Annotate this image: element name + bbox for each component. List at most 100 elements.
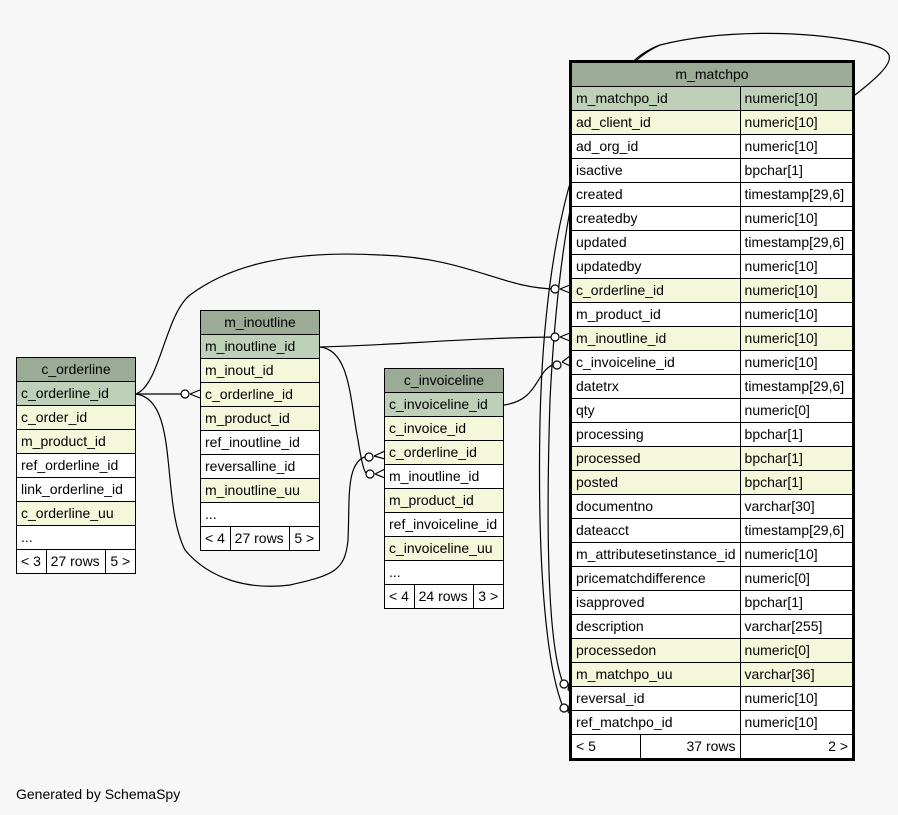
column-name: c_orderline_uu [16,501,136,526]
column-name: m_inout_id [200,358,320,383]
column-type: numeric[10] [739,350,855,375]
column-name: ref_invoiceline_id [384,512,504,537]
table-m_inoutline[interactable]: m_inoutline m_inoutline_id m_inout_id c_… [200,310,320,551]
column-type: numeric[0] [739,638,855,663]
rel-invoiceline-matchpo [503,363,556,406]
children-link[interactable]: 5 > [289,526,320,551]
column-name: c_orderline_id [384,440,504,465]
column-name: c_orderline_id [570,278,741,303]
column-name: m_matchpo_uu [570,662,741,687]
column-type: numeric[10] [739,206,855,231]
column-type: numeric[10] [739,686,855,711]
column-name: c_invoiceline_id [570,350,741,375]
column-name: qty [570,398,741,423]
table-title[interactable]: c_orderline [16,357,136,382]
column-type: timestamp[29,6] [739,374,855,399]
column-name: m_attributesetinstance_id [570,542,741,567]
column-type: varchar[36] [739,662,855,687]
column-name: documentno [570,494,741,519]
column-name: m_product_id [384,488,504,513]
rel-inoutline-matchpo [319,336,556,348]
column-type: numeric[10] [739,326,855,351]
table-title[interactable]: m_matchpo [570,61,854,87]
column-name: processedon [570,638,741,663]
rel-orderline-matchpo [135,253,556,395]
column-type: numeric[10] [739,710,855,735]
children-link[interactable]: 5 > [105,549,136,574]
column-type: bpchar[1] [739,590,855,615]
column-type: numeric[10] [739,110,855,135]
column-type: timestamp[29,6] [739,518,855,543]
column-name: m_matchpo_id [570,86,741,111]
column-type: numeric[10] [739,86,855,111]
column-name: ad_org_id [570,134,741,159]
column-name: c_invoiceline_id [384,392,504,417]
row-count: 27 rows [229,526,291,551]
row-count: 24 rows [413,584,475,609]
table-c_invoiceline[interactable]: c_invoiceline c_invoiceline_id c_invoice… [384,368,504,609]
table-c_orderline[interactable]: c_orderline c_orderline_id c_order_id m_… [16,357,136,574]
column-name: isactive [570,158,741,183]
column-name: m_product_id [570,302,741,327]
column-type: varchar[30] [739,494,855,519]
column-type: timestamp[29,6] [739,182,855,207]
column-type: varchar[255] [739,614,855,639]
column-name: posted [570,470,741,495]
children-link[interactable]: 2 > [739,734,855,760]
table-title[interactable]: c_invoiceline [384,368,504,393]
column-type: bpchar[1] [739,422,855,447]
column-name: m_inoutline_id [384,464,504,489]
column-type: numeric[10] [739,254,855,279]
column-name: m_product_id [16,429,136,454]
column-name: datetrx [570,374,741,399]
column-name: ref_matchpo_id [570,710,741,735]
column-name: c_invoiceline_uu [384,536,504,561]
children-link[interactable]: 3 > [473,584,504,609]
table-title[interactable]: m_inoutline [200,310,320,335]
column-name: ... [16,525,136,550]
column-name: isapproved [570,590,741,615]
column-name: c_orderline_id [16,381,136,406]
column-type: numeric[10] [739,302,855,327]
column-type: bpchar[1] [739,446,855,471]
column-name: m_inoutline_id [200,334,320,359]
row-count: 27 rows [45,549,107,574]
column-name: ref_orderline_id [16,453,136,478]
rel-inoutline-invoiceline [319,346,371,476]
column-name: ... [200,502,320,527]
column-type: numeric[10] [739,134,855,159]
column-type: timestamp[29,6] [739,230,855,255]
column-name: processing [570,422,741,447]
parents-link[interactable]: < 3 [16,549,47,574]
column-name: updatedby [570,254,741,279]
parents-link[interactable]: < 4 [200,526,231,551]
column-type: numeric[0] [739,566,855,591]
rel-orderline-invoiceline [135,393,369,587]
column-name: updated [570,230,741,255]
column-type: numeric[10] [739,278,855,303]
parents-link[interactable]: < 5 [570,734,641,760]
column-name: c_orderline_id [200,382,320,407]
parents-link[interactable]: < 4 [384,584,415,609]
column-name: m_inoutline_id [570,326,741,351]
column-name: createdby [570,206,741,231]
